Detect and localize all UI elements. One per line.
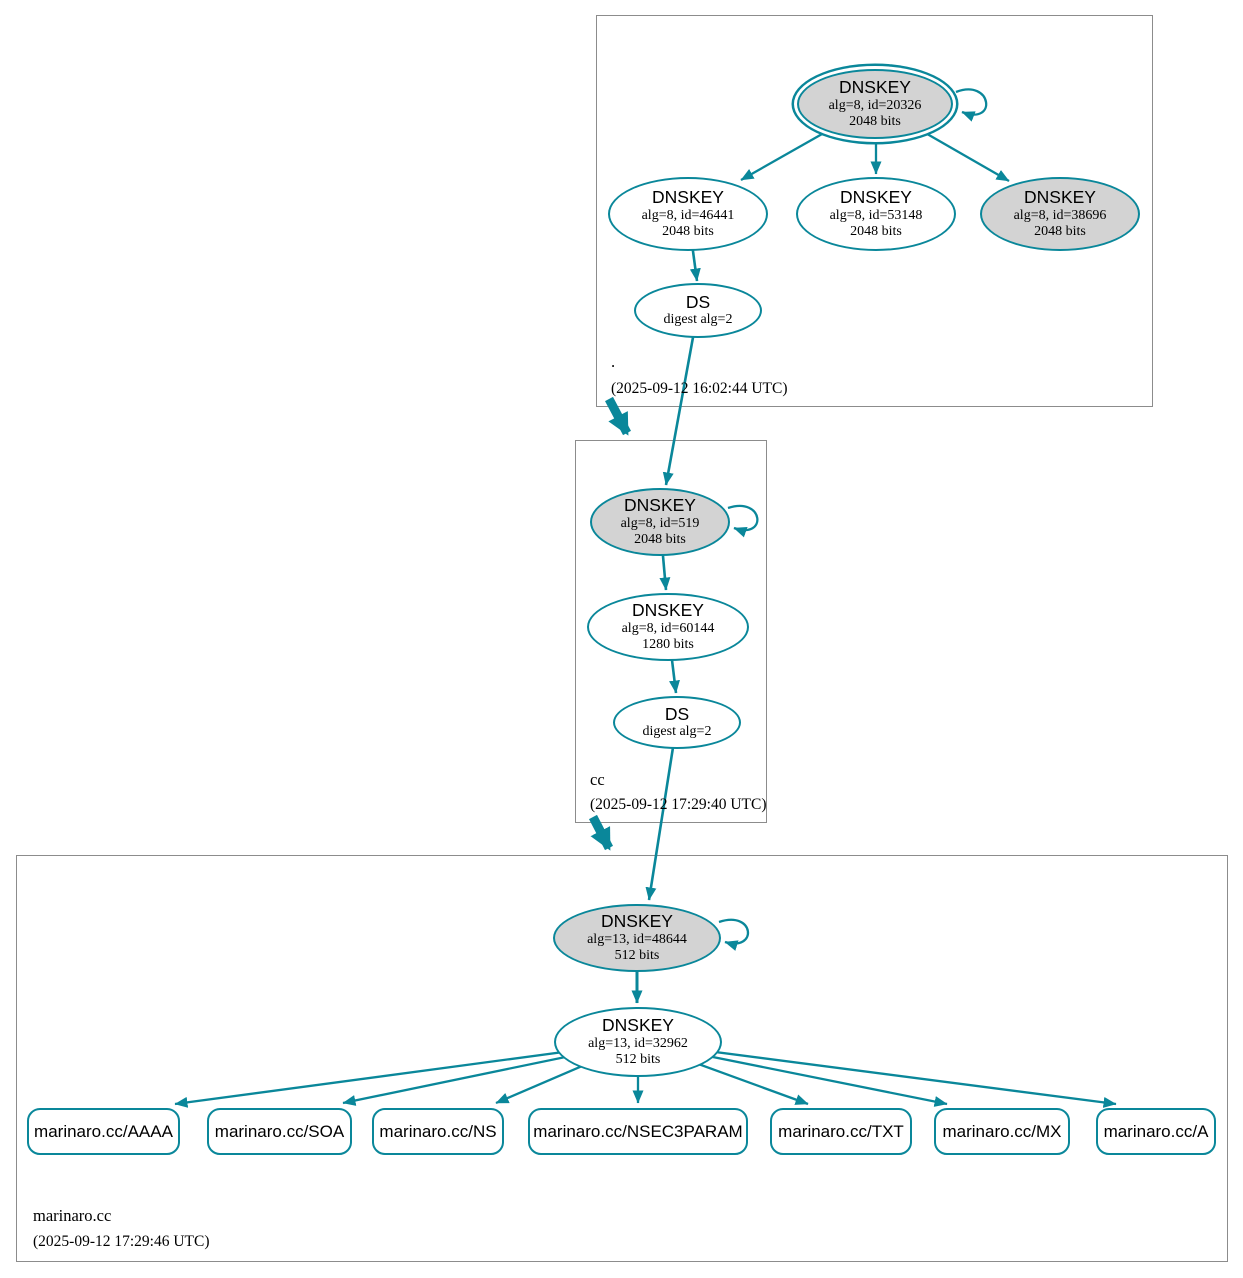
rrset-node-soa[interactable]: marinaro.cc/SOA (207, 1108, 352, 1155)
dnskey-node-cc-zsk-60144[interactable]: DNSKEY alg=8, id=60144 1280 bits (587, 593, 749, 661)
dnskey-detail: alg=8, id=519 (620, 515, 700, 531)
zone-label-root: . (611, 352, 616, 371)
dnskey-detail: alg=8, id=38696 (1013, 207, 1107, 223)
dnskey-detail: alg=13, id=48644 (587, 931, 687, 947)
rrset-label: marinaro.cc/AAAA (34, 1121, 173, 1141)
dnskey-detail: 2048 bits (634, 532, 686, 548)
rrset-label: marinaro.cc/NSEC3PARAM (533, 1121, 743, 1141)
dnskey-detail: alg=8, id=53148 (829, 207, 923, 223)
zone-box-marinaro-cc (16, 855, 1228, 1262)
zone-box-root (596, 15, 1153, 407)
dnskey-node-root-ksk-20326[interactable]: DNSKEY alg=8, id=20326 2048 bits (797, 69, 953, 139)
dnskey-title: DNSKEY (601, 911, 673, 932)
zone-label-cc: cc (590, 770, 605, 789)
ds-node-root[interactable]: DS digest alg=2 (634, 283, 762, 338)
zone-timestamp-cc: (2025-09-12 17:29:40 UTC) (590, 796, 767, 813)
ds-detail: digest alg=2 (663, 312, 733, 328)
rrset-node-nsec3param[interactable]: marinaro.cc/NSEC3PARAM (528, 1108, 748, 1155)
dnskey-detail: alg=8, id=20326 (828, 97, 922, 113)
dnskey-title: DNSKEY (840, 187, 912, 208)
zone-timestamp-root: (2025-09-12 16:02:44 UTC) (611, 380, 788, 397)
zone-timestamp-marinaro-cc: (2025-09-12 17:29:46 UTC) (33, 1233, 210, 1250)
dnskey-node-root-53148[interactable]: DNSKEY alg=8, id=53148 2048 bits (796, 177, 956, 251)
dnskey-detail: alg=8, id=46441 (641, 207, 735, 223)
dnskey-title: DNSKEY (839, 77, 911, 98)
dnskey-title: DNSKEY (624, 495, 696, 516)
dnskey-node-marinaro-zsk-32962[interactable]: DNSKEY alg=13, id=32962 512 bits (554, 1007, 722, 1077)
rrset-node-ns[interactable]: marinaro.cc/NS (372, 1108, 504, 1155)
dnskey-detail: alg=8, id=60144 (621, 620, 715, 636)
dnskey-node-root-38696[interactable]: DNSKEY alg=8, id=38696 2048 bits (980, 177, 1140, 251)
dnskey-title: DNSKEY (602, 1015, 674, 1036)
rrset-node-a[interactable]: marinaro.cc/A (1096, 1108, 1216, 1155)
dnskey-detail: 2048 bits (1034, 224, 1086, 240)
rrset-label: marinaro.cc/MX (942, 1121, 1062, 1141)
dnskey-title: DNSKEY (632, 600, 704, 621)
ds-title: DS (685, 292, 711, 313)
dnskey-detail: 2048 bits (850, 224, 902, 240)
rrset-node-txt[interactable]: marinaro.cc/TXT (770, 1108, 912, 1155)
dnskey-title: DNSKEY (652, 187, 724, 208)
dnskey-title: DNSKEY (1024, 187, 1096, 208)
rrset-label: marinaro.cc/A (1103, 1121, 1209, 1141)
ds-title: DS (664, 704, 690, 725)
dnskey-node-cc-ksk-519[interactable]: DNSKEY alg=8, id=519 2048 bits (590, 488, 730, 556)
zone-label-marinaro-cc: marinaro.cc (33, 1206, 112, 1225)
dnskey-detail: 2048 bits (662, 224, 714, 240)
ds-node-cc[interactable]: DS digest alg=2 (613, 696, 741, 749)
rrset-label: marinaro.cc/TXT (778, 1121, 904, 1141)
ds-detail: digest alg=2 (642, 724, 712, 740)
dnskey-node-marinaro-ksk-48644[interactable]: DNSKEY alg=13, id=48644 512 bits (553, 904, 721, 972)
dnskey-detail: 1280 bits (642, 637, 694, 653)
dnskey-node-root-46441[interactable]: DNSKEY alg=8, id=46441 2048 bits (608, 177, 768, 251)
dnskey-detail: 512 bits (615, 1052, 661, 1068)
dnskey-detail: 2048 bits (849, 114, 901, 130)
rrset-label: marinaro.cc/SOA (214, 1121, 345, 1141)
dnskey-detail: alg=13, id=32962 (588, 1035, 688, 1051)
rrset-node-aaaa[interactable]: marinaro.cc/AAAA (27, 1108, 180, 1155)
dnskey-detail: 512 bits (614, 948, 660, 964)
rrset-node-mx[interactable]: marinaro.cc/MX (934, 1108, 1070, 1155)
rrset-label: marinaro.cc/NS (379, 1121, 497, 1141)
